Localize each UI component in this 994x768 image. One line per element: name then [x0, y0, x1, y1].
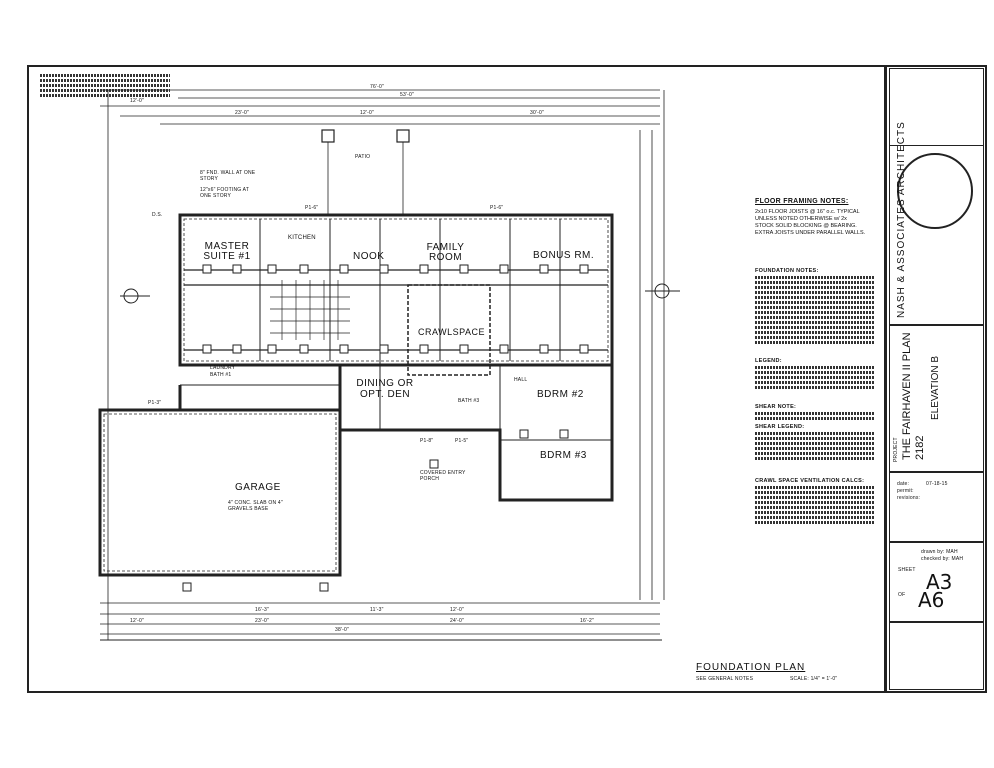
- room-master-suite: MASTER SUITE #1: [203, 241, 251, 262]
- sheet-label: SHEET: [898, 567, 916, 573]
- sheet-box: [889, 542, 984, 622]
- date-label: date:: [897, 481, 910, 487]
- callout-pl8: P1-8": [420, 438, 434, 444]
- room-crawlspace: CRAWLSPACE: [418, 327, 486, 337]
- room-hall: HALL: [514, 377, 528, 383]
- garage-footing: [103, 413, 337, 572]
- crawl-vent-block: CRAWL SPACE VENTILATION CALCS:: [755, 478, 875, 526]
- dim-left-1: 12'-0": [130, 98, 144, 104]
- general-note-block: [40, 72, 170, 99]
- foundation-plan-drawing: [98, 89, 680, 641]
- floor-framing-line-1: 2x10 FLOOR JOISTS @ 16" o.c. TYPICAL: [755, 209, 860, 215]
- dim-bottom-3d: 12'-0": [450, 607, 464, 613]
- garage-wall: [98, 408, 342, 577]
- floor-framing-line-4: EXTRA JOISTS UNDER PARALLEL WALLS.: [755, 230, 866, 236]
- foundation-notes: FOUNDATION NOTES:: [755, 268, 875, 346]
- callout-footing-note: 8" FND. WALL AT ONE STORY: [200, 170, 256, 182]
- checked-by: checked by: MAH: [921, 556, 964, 562]
- house-upper-wall: [178, 213, 614, 367]
- project-name: THE FAIRHAVEN II PLAN 2182: [901, 332, 926, 460]
- dim-top-3c: 30'-0": [530, 110, 544, 116]
- sheet-number: A3: [926, 570, 953, 594]
- callout-covered-entry: COVERED ENTRY PORCH: [420, 470, 466, 482]
- foundation-notes-title: FOUNDATION NOTES:: [755, 268, 819, 274]
- room-bonus: BONUS RM.: [533, 250, 595, 261]
- dim-bottom-3c: 11'-3": [370, 607, 384, 613]
- dim-top-3b: 12'-0": [360, 110, 374, 116]
- callout-footing-note-2: 12"x6" FOOTING AT ONE STORY: [200, 187, 249, 199]
- title-block-bottom-box: [889, 622, 984, 690]
- date-value: 07-18-15: [926, 481, 948, 487]
- of-label: OF: [898, 592, 906, 598]
- house-upper-footing: [183, 218, 609, 362]
- dim-bottom-2c: 16'-2": [580, 618, 594, 624]
- crawl-vent-title: CRAWL SPACE VENTILATION CALCS:: [755, 478, 865, 484]
- floor-framing-line-3: STOCK SOLID BLOCKING @ BEARING.: [755, 223, 857, 229]
- drawing-scale: SCALE: 1/4" = 1'-0": [790, 676, 838, 682]
- firm-logo-circle: [897, 153, 973, 229]
- room-bath1: BATH #1: [210, 372, 232, 378]
- drawing-sheet-border: [27, 65, 987, 693]
- floor-framing-line-2: UNLESS NOTED OTHERWISE w/ 2x: [755, 216, 847, 222]
- firm-box: [889, 145, 984, 325]
- revisions-label: revisions:: [897, 495, 921, 501]
- drawing-subtitle: SEE GENERAL NOTES: [696, 676, 754, 682]
- permit-label: permit:: [897, 488, 914, 494]
- sheet-total: A6: [918, 588, 945, 612]
- floor-framing-title: FLOOR FRAMING NOTES:: [755, 198, 849, 205]
- room-garage: GARAGE: [235, 482, 281, 493]
- callout-pl6-b: P1-6": [490, 205, 504, 211]
- dim-bottom-2a: 23'-0": [255, 618, 269, 624]
- callout-pl5: P1-5": [455, 438, 469, 444]
- pier-pads: [202, 264, 589, 439]
- room-bdrm3: BDRM #3: [540, 450, 587, 461]
- stair-grid: [270, 280, 350, 340]
- room-bath3: BATH #3: [458, 398, 480, 404]
- dim-bottom-1: 38'-0": [335, 627, 349, 633]
- firm-name: NASH & ASSOCIATES ARCHITECTS: [896, 121, 907, 318]
- dim-top-3a: 23'-0": [235, 110, 249, 116]
- patio-post-left: [321, 129, 335, 143]
- shear-legend-title: SHEAR LEGEND:: [755, 424, 805, 430]
- room-kitchen: KITCHEN: [288, 235, 316, 241]
- legend-title: LEGEND:: [755, 358, 782, 364]
- shear-note-block: SHEAR NOTE: SHEAR LEGEND:: [755, 404, 875, 462]
- dim-bottom-2b: 24'-0": [450, 618, 464, 624]
- patio-post-right: [396, 129, 410, 143]
- date-box: [889, 472, 984, 542]
- room-family: FAMILY ROOM: [426, 242, 465, 263]
- callout-patio: PATIO: [355, 154, 371, 160]
- room-laundry: LAUNDRY: [210, 365, 236, 371]
- shear-note-title: SHEAR NOTE:: [755, 404, 797, 410]
- room-bdrm2: BDRM #2: [537, 389, 584, 400]
- callout-pl3: P1-3": [148, 400, 162, 406]
- crawlspace-access: [407, 284, 491, 376]
- legend-block: LEGEND:: [755, 358, 875, 391]
- floor-framing-notes: FLOOR FRAMING NOTES: 2x10 FLOOR JOISTS @…: [755, 198, 875, 237]
- dim-bottom-3b: 16'-3": [255, 607, 269, 613]
- project-label: PROJECT: [893, 437, 899, 462]
- callout-pl6-a: P1-6": [305, 205, 319, 211]
- drawn-by: drawn by: MAH: [921, 549, 958, 555]
- dim-overall: 76'-0": [370, 84, 384, 90]
- callout-ds: D.S.: [152, 212, 163, 218]
- project-elevation: ELEVATION B: [930, 355, 941, 420]
- title-block-divider: [884, 65, 887, 693]
- room-nook: NOOK: [353, 251, 385, 262]
- drawing-title: FOUNDATION PLAN: [696, 662, 806, 673]
- dim-bottom-3a: 12'-0": [130, 618, 144, 624]
- room-dining: DINING OR OPT. DEN: [356, 378, 414, 400]
- dim-top-2: 53'-0": [400, 92, 414, 98]
- project-box: [889, 325, 984, 472]
- callout-garage-slab: 4" CONC. SLAB ON 4" GRAVELS BASE: [228, 500, 283, 512]
